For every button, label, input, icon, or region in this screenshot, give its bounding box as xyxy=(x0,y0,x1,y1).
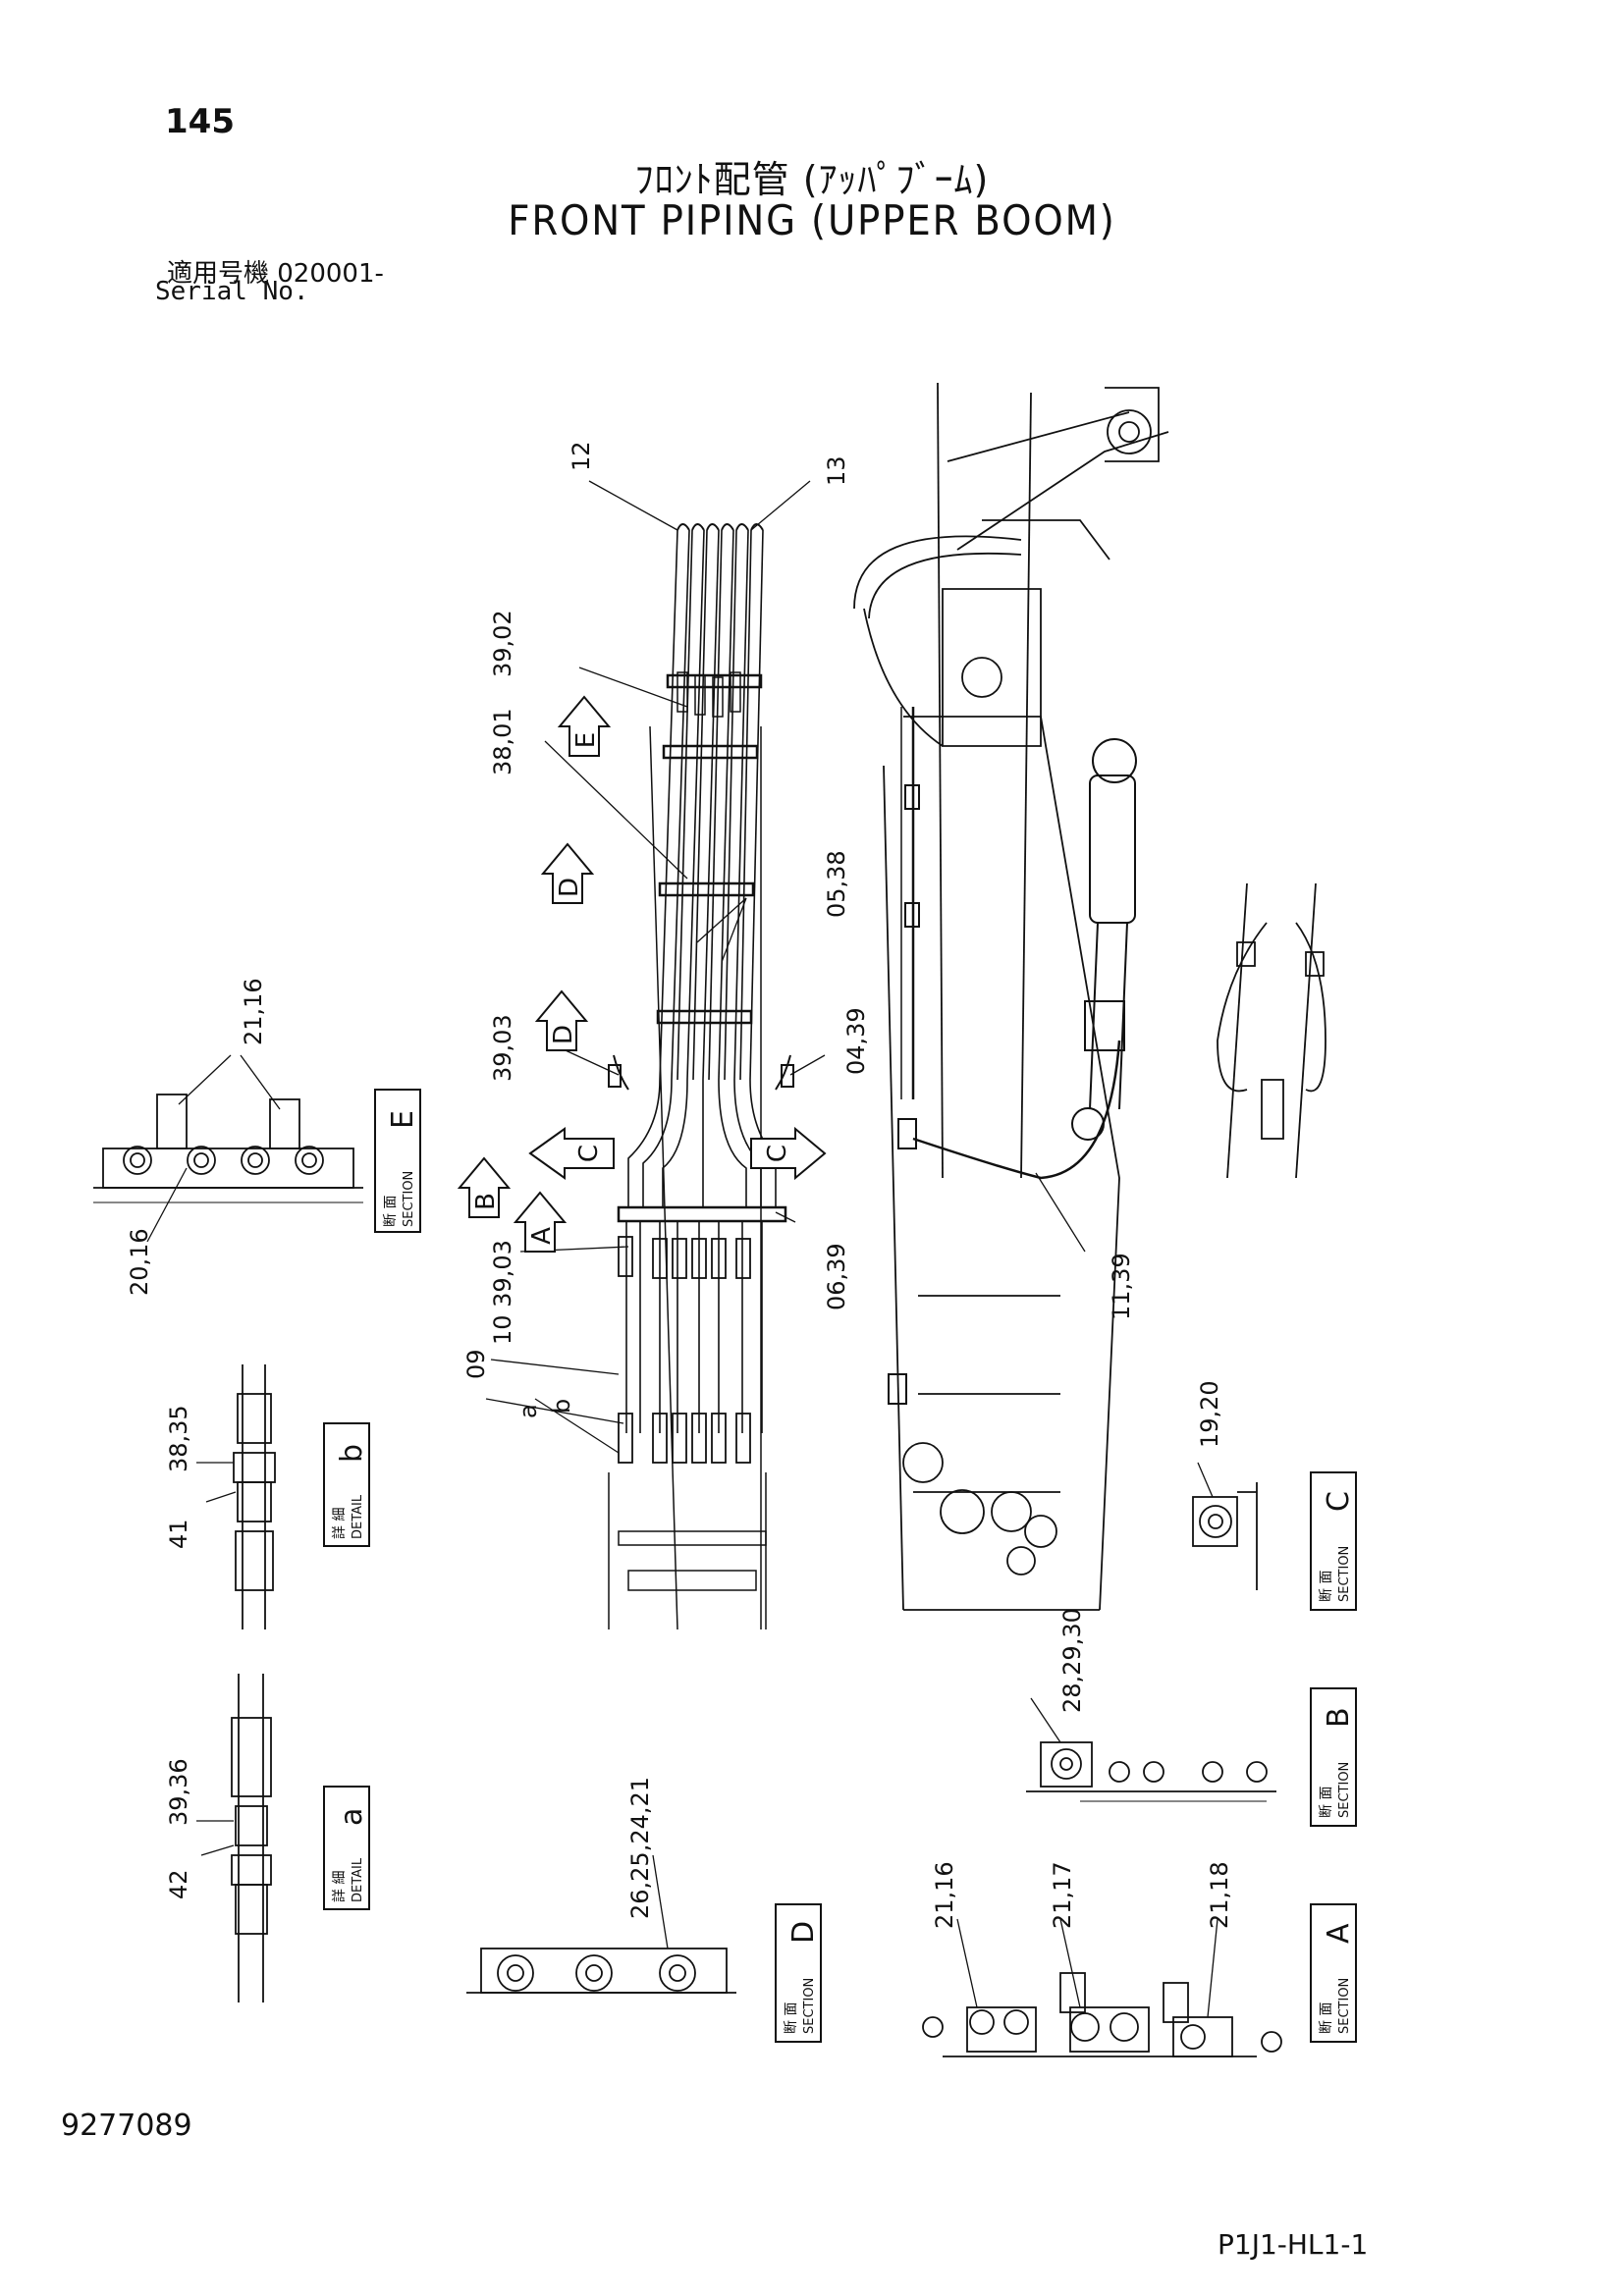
section-b-box xyxy=(1310,1687,1357,1827)
view-arrow-c-left xyxy=(528,1127,615,1180)
callout-05-38: 05,38 xyxy=(823,850,850,918)
section-c-box xyxy=(1310,1471,1357,1611)
callout-21-16-section-e: 21,16 xyxy=(240,978,267,1045)
callout-13: 13 xyxy=(823,455,850,486)
view-arrow-d2-label: D xyxy=(549,1025,578,1044)
callout-10-39-03: 10 39,03 xyxy=(489,1240,516,1345)
callout-04-39: 04,39 xyxy=(842,1007,870,1075)
sheet-code: P1J1-HL1-1 xyxy=(1218,2228,1369,2261)
detail-a-en: DETAIL xyxy=(351,1857,365,1902)
section-d-drawing xyxy=(466,1854,736,1994)
section-b-letter: B xyxy=(1322,1707,1356,1728)
pipe-bundle xyxy=(608,523,794,1630)
view-arrow-c-left-label: C xyxy=(574,1145,604,1162)
section-e-box xyxy=(374,1089,421,1233)
title-japanese: ﾌﾛﾝﾄ配管 (ｱｯﾊﾟﾌﾞｰﾑ) xyxy=(634,158,990,201)
boom-side-view xyxy=(853,382,1169,1611)
view-arrow-d-lower xyxy=(534,989,589,1051)
section-d-letter: D xyxy=(786,1921,821,1944)
section-a-jp: 断 面 xyxy=(1319,2002,1334,2034)
section-e-jp: 断 面 xyxy=(383,1196,399,1227)
detail-b-drawing xyxy=(196,1364,276,1629)
section-c-letter: C xyxy=(1322,1491,1356,1512)
view-arrow-e xyxy=(557,695,612,757)
page-number: 145 xyxy=(165,102,235,141)
detail-a-letter: a xyxy=(335,1808,369,1826)
title-english: FRONT PIPING (UPPER BOOM) xyxy=(508,196,1116,244)
callout-21-16-section-a: 21,16 xyxy=(931,1861,958,1929)
section-c-jp: 断 面 xyxy=(1319,1571,1334,1602)
section-e-letter: E xyxy=(386,1110,420,1129)
serial-label-english: Serial No. xyxy=(155,277,309,306)
view-arrow-a-label: A xyxy=(527,1227,557,1245)
section-d-box xyxy=(775,1903,822,2043)
section-d-en: SECTION xyxy=(802,1978,817,2034)
view-arrow-d1-label: D xyxy=(555,878,584,897)
callout-06-39: 06,39 xyxy=(823,1243,850,1310)
section-a-en: SECTION xyxy=(1337,1978,1352,2034)
document-number: 9277089 xyxy=(61,2109,192,2143)
section-b-drawing xyxy=(1026,1697,1276,1802)
callout-38-01: 38,01 xyxy=(489,708,516,775)
section-d-jp: 断 面 xyxy=(784,2002,799,2034)
detail-b-letter: b xyxy=(335,1444,369,1463)
view-arrow-d-upper xyxy=(540,842,595,904)
callout-20-16: 20,16 xyxy=(126,1228,153,1296)
callout-21-18: 21,18 xyxy=(1206,1861,1233,1929)
view-arrows xyxy=(457,695,827,1253)
callout-38-35: 38,35 xyxy=(165,1405,192,1472)
section-a-drawing xyxy=(922,1918,1282,2057)
detail-b-en: DETAIL xyxy=(351,1494,365,1539)
label-boxes xyxy=(323,1089,1357,2043)
callout-39-36: 39,36 xyxy=(165,1758,192,1826)
section-b-jp: 断 面 xyxy=(1319,1787,1334,1818)
callout-26-25-24-21: 26,25,24,21 xyxy=(626,1777,654,1919)
callout-12: 12 xyxy=(568,441,595,471)
detail-b-jp: 詳 細 xyxy=(332,1508,348,1539)
callout-41: 41 xyxy=(165,1519,192,1549)
section-e-drawing xyxy=(93,1054,363,1243)
section-b-en: SECTION xyxy=(1337,1762,1352,1818)
callout-39-02: 39,02 xyxy=(489,610,516,677)
view-arrow-b xyxy=(457,1156,512,1218)
view-arrow-e-label: E xyxy=(571,732,601,748)
callout-19-20: 19,20 xyxy=(1196,1380,1223,1448)
callout-numbers: 12 13 39,02 38,01 05,38 39,03 04,39 10 3… xyxy=(126,441,1233,1929)
detail-a-drawing xyxy=(196,1674,272,2002)
section-e-en: SECTION xyxy=(402,1171,416,1227)
view-arrow-b-label: B xyxy=(471,1193,501,1210)
section-c-en: SECTION xyxy=(1337,1546,1352,1602)
section-c-drawing xyxy=(1192,1462,1258,1590)
callout-21-17: 21,17 xyxy=(1049,1861,1076,1929)
view-arrow-a xyxy=(513,1191,568,1253)
detail-a-box xyxy=(323,1786,370,1910)
view-arrow-c-right-label: C xyxy=(763,1145,792,1162)
callout-42: 42 xyxy=(165,1869,192,1899)
callout-28-29-30: 28,29,30 xyxy=(1058,1608,1086,1713)
section-a-letter: A xyxy=(1322,1923,1356,1944)
callout-11-39: 11,39 xyxy=(1108,1253,1135,1320)
callout-b: b xyxy=(548,1399,575,1414)
section-a-box xyxy=(1310,1903,1357,2043)
serial-label-japanese: 適用号機 020001- xyxy=(167,259,384,289)
callout-39-03-upper: 39,03 xyxy=(489,1014,516,1082)
detail-a-jp: 詳 細 xyxy=(332,1871,348,1902)
hose-loop-detail xyxy=(1217,882,1326,1179)
view-arrow-c-right xyxy=(750,1126,827,1181)
leader-lines xyxy=(485,480,1086,1454)
callout-a: a xyxy=(514,1404,542,1418)
detail-b-box xyxy=(323,1422,370,1547)
callout-09: 09 xyxy=(462,1349,490,1379)
